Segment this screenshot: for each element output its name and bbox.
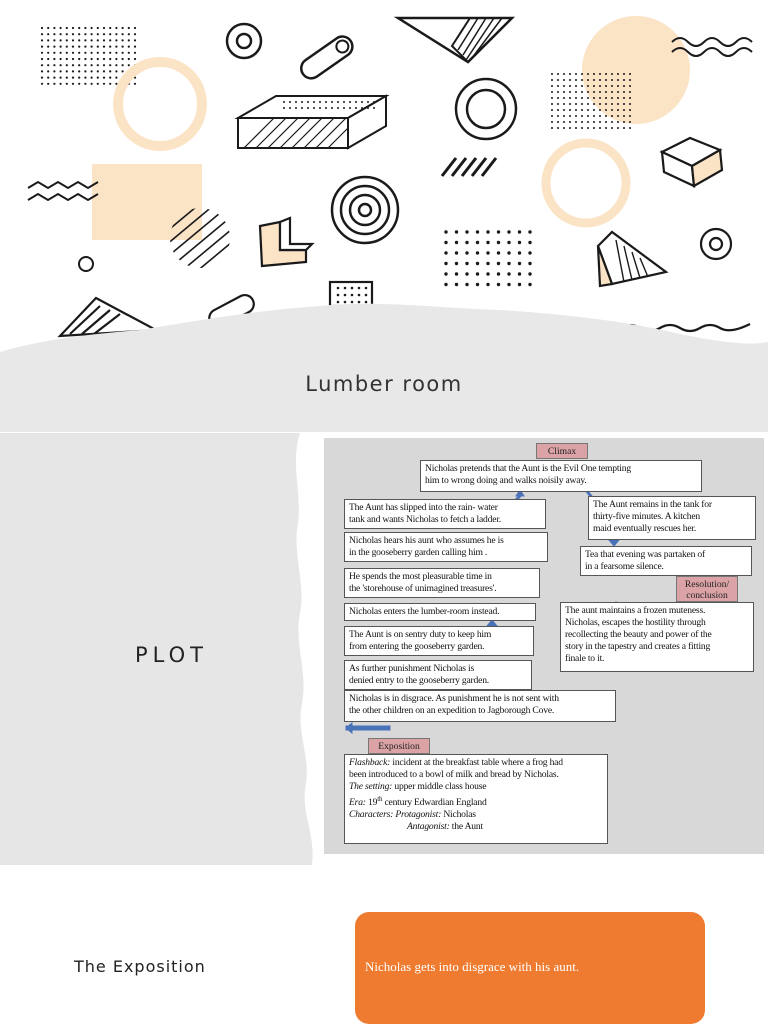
- exposition-heading: The Exposition: [74, 957, 206, 976]
- zigzag-lines-left: [27, 180, 99, 202]
- rising-action-box: Nicholas is in disgrace. As punishment h…: [344, 690, 616, 722]
- characters-label: Characters: Protagonist:: [349, 809, 442, 821]
- exposition-card: Nicholas gets into disgrace with his aun…: [355, 912, 705, 1024]
- triangle-top: [393, 16, 516, 64]
- title-slide: Lumber room: [0, 0, 768, 432]
- dot-grid-center: [444, 230, 532, 287]
- resolution-text: The aunt maintains a frozen muteness.: [565, 605, 706, 616]
- falling-text: in a fearsome silence.: [585, 561, 664, 572]
- peach-square: [92, 164, 202, 240]
- era-text-post: century Edwardian England: [382, 797, 487, 809]
- plot-slide: PLOT: [0, 433, 768, 865]
- rising-text: from entering the gooseberry garden.: [349, 641, 485, 652]
- cube-shape: [659, 136, 724, 188]
- rising-text: The Aunt is on sentry duty to keep him: [349, 629, 492, 640]
- rising-text: The Aunt has slipped into the rain- wate…: [349, 502, 498, 513]
- rising-action-box: He spends the most pleasurable time in t…: [344, 568, 540, 598]
- triangle-right: [596, 230, 669, 288]
- rising-text: denied entry to the gooseberry garden.: [349, 675, 489, 686]
- falling-text: maid eventually rescues her.: [593, 523, 697, 534]
- resolution-box: The aunt maintains a frozen muteness. Ni…: [560, 602, 754, 672]
- resolution-text: story in the tapestry and creates a fitt…: [565, 641, 711, 652]
- slash-lines: [440, 157, 498, 177]
- resolution-text: recollecting the beauty and power of the: [565, 629, 712, 640]
- setting-label: The setting:: [349, 781, 393, 792]
- resolution-text: Nicholas, escapes the hostility through: [565, 617, 706, 628]
- falling-text: Tea that evening was partaken of: [585, 549, 705, 560]
- dot-grid-top-left: [40, 26, 137, 85]
- peach-circle-top-right: [582, 16, 690, 124]
- rising-text: Nicholas hears his aunt who assumes he i…: [349, 535, 504, 546]
- characters-text: Nicholas: [441, 809, 476, 821]
- rising-text: Nicholas is in disgrace. As punishment h…: [349, 693, 559, 704]
- resolution-label: Resolution/ conclusion: [676, 576, 738, 602]
- rising-action-box: As further punishment Nicholas is denied…: [344, 660, 532, 690]
- antagonist-text: the Aunt: [449, 821, 483, 833]
- rising-action-box: Nicholas enters the lumber-room instead.: [344, 603, 536, 621]
- torn-paper-band: [0, 303, 768, 432]
- capsule-shape: [300, 35, 354, 80]
- peach-ring-left: [113, 57, 207, 151]
- falling-action-box: The Aunt remains in the tank for thirty-…: [588, 496, 756, 540]
- climax-box: Nicholas pretends that the Aunt is the E…: [420, 460, 702, 492]
- exposition-slide: The Exposition Nicholas gets into disgra…: [0, 866, 768, 1024]
- plot-diagram: Climax Nicholas pretends that the Aunt i…: [324, 438, 764, 854]
- era-text: 19: [365, 797, 378, 809]
- peach-ring-right: [541, 138, 631, 228]
- antagonist-label: Antagonist:: [407, 821, 450, 833]
- zigzag-lines-right: [671, 37, 753, 57]
- resolution-text: finale to it.: [565, 653, 605, 664]
- era-superscript: th: [377, 795, 383, 803]
- climax-label: Climax: [536, 443, 588, 459]
- flashback-text-2: been introduced to a bowl of milk and br…: [349, 769, 559, 780]
- climax-line-1: Nicholas pretends that the Aunt is the E…: [425, 463, 631, 474]
- rising-text: He spends the most pleasurable time in: [349, 571, 492, 582]
- rising-text: As further punishment Nicholas is: [349, 663, 475, 674]
- rising-action-box: The Aunt is on sentry duty to keep him f…: [344, 626, 534, 656]
- flashback-label: Flashback:: [349, 757, 391, 768]
- rising-text: the 'storehouse of unimagined treasures'…: [349, 583, 497, 594]
- dot-grid-right: [551, 73, 631, 129]
- flashback-text: incident at the breakfast table where a …: [390, 757, 563, 768]
- rising-text: Nicholas enters the lumber-room instead.: [349, 606, 500, 617]
- rising-text: in the gooseberry garden calling him .: [349, 547, 488, 558]
- 3d-block-shape: [234, 94, 390, 150]
- geometric-pattern-illustration: [0, 16, 768, 432]
- exposition-box: Flashback: incident at the breakfast tab…: [344, 754, 608, 844]
- falling-action-box: Tea that evening was partaken of in a fe…: [580, 546, 752, 576]
- slide-title: Lumber room: [305, 372, 463, 396]
- era-label: Era:: [349, 797, 366, 809]
- target-rings: [330, 175, 400, 245]
- climax-line-2: him to wrong doing and walks noisily awa…: [425, 475, 587, 486]
- l-block-shape: [258, 216, 315, 268]
- falling-text: thirty-five minutes. A kitchen: [593, 511, 700, 522]
- exposition-label: Exposition: [368, 738, 430, 754]
- rising-action-box: Nicholas hears his aunt who assumes he i…: [344, 532, 548, 562]
- rising-action-box: The Aunt has slipped into the rain- wate…: [344, 499, 546, 529]
- rising-text: the other children on an expedition to J…: [349, 705, 555, 716]
- plot-heading: PLOT: [135, 643, 208, 667]
- setting-text: upper middle class house: [392, 781, 487, 792]
- falling-text: The Aunt remains in the tank for: [593, 499, 712, 510]
- exposition-card-text: Nicholas gets into disgrace with his aun…: [365, 959, 580, 974]
- rising-text: tank and wants Nicholas to fetch a ladde…: [349, 514, 501, 525]
